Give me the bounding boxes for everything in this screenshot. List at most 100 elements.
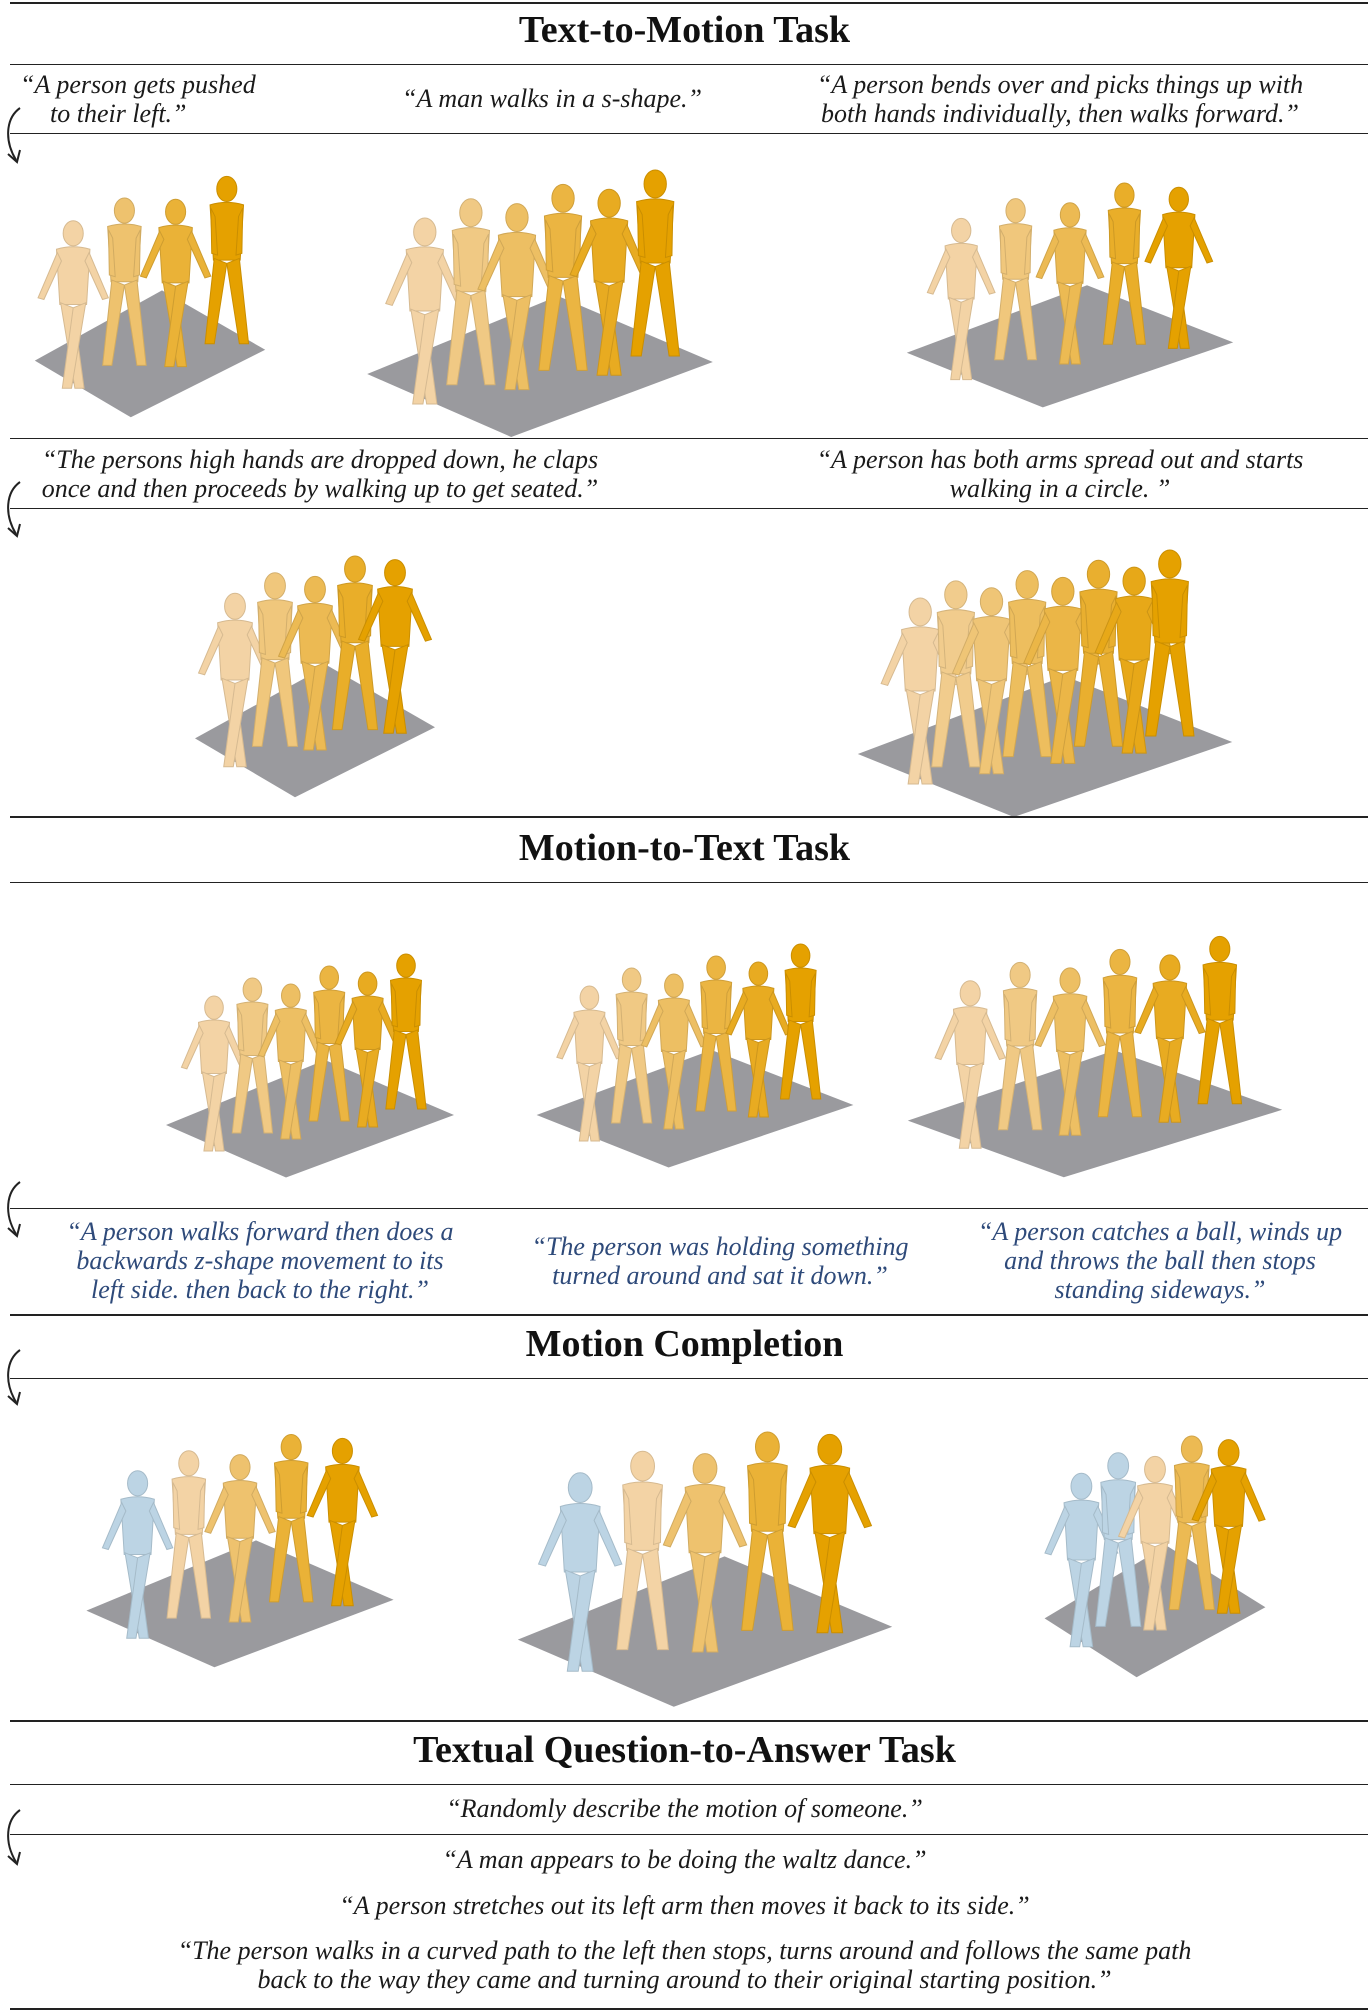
human-figure: [779, 943, 822, 1100]
human-figure: [1144, 186, 1214, 349]
m2t-scene-hold-sit: [530, 920, 860, 1170]
qa-heading: Textual Question-to-Answer Task: [413, 1729, 956, 1771]
human-figure: [640, 973, 708, 1130]
motion-render-catch-throw: [907, 935, 1283, 1178]
m2t-caption-1-line-2: backwards z-shape movement to its: [76, 1246, 444, 1275]
t2m-caption-3-line-1: “A person bends over and picks things up…: [816, 70, 1304, 99]
human-figure: [477, 203, 557, 391]
m2t-caption-1-line-1: “A person walks forward then does a: [66, 1217, 454, 1246]
t2m-scene-push: [30, 150, 270, 420]
human-figure: [357, 559, 433, 734]
completion-scene-2: [510, 1390, 900, 1710]
human-figure: [1035, 202, 1105, 365]
human-figure: [251, 572, 299, 747]
human-figure: [610, 967, 653, 1124]
t2m-scene-bend-pick: [900, 150, 1240, 410]
motion-render-clap-sit: [195, 555, 435, 798]
qa-top-rule: [10, 1720, 1368, 1722]
t2m-heading-rule: [10, 64, 1368, 65]
human-figure: [334, 971, 401, 1128]
qa-answer-2: “A person stretches out its left arm the…: [339, 1891, 1030, 1920]
human-figure: [446, 198, 496, 386]
human-figure: [101, 1470, 174, 1639]
human-figure: [1145, 549, 1195, 737]
human-figure: [934, 980, 1007, 1149]
t2m-caption-5-line-1: “A person has both arms spread out and s…: [816, 445, 1304, 474]
motion-render-push: [34, 175, 266, 418]
human-figure: [725, 961, 792, 1118]
t2m-row2-top-rule: [10, 438, 1368, 439]
qa-question-rule: [10, 1834, 1368, 1835]
m2t-scene-catch-throw: [900, 910, 1290, 1180]
t2m-heading: Text-to-Motion Task: [518, 9, 851, 51]
qa-answer-1: “A man appears to be doing the waltz dan…: [442, 1845, 927, 1874]
human-figure: [204, 1454, 276, 1623]
motion-render-z-shape: [166, 953, 454, 1178]
human-figure: [1102, 182, 1146, 345]
top-rule: [10, 2, 1368, 4]
human-figure: [1117, 1455, 1193, 1631]
human-figure: [331, 555, 379, 731]
m2t-caption-top-rule: [10, 1208, 1368, 1209]
m2t-top-rule: [10, 816, 1368, 818]
m2t-heading: Motion-to-Text Task: [518, 827, 851, 869]
curved-arrow-icon: [7, 1349, 21, 1406]
human-figure: [662, 1453, 748, 1653]
human-figure: [787, 1433, 873, 1634]
human-figure: [37, 220, 110, 389]
completion-top-rule: [10, 1314, 1368, 1316]
motion-render-s-shape: [367, 169, 713, 437]
t2m-caption-1-line-1: “A person gets pushed: [20, 70, 256, 99]
human-figure: [994, 198, 1038, 361]
t2m-caption-4-line-1: “The persons high hands are dropped down…: [41, 445, 599, 474]
human-figure: [556, 985, 623, 1142]
completion-heading-rule: [10, 1378, 1368, 1379]
human-figure: [1002, 570, 1052, 758]
qa-answer-3-line-1: “The person walks in a curved path to th…: [177, 1936, 1192, 1965]
qa-answer-3-line-2: back to the way they came and turning ar…: [257, 1965, 1112, 1994]
t2m-scene-arms-circle: [850, 520, 1240, 820]
completion-scene-3: [1040, 1400, 1270, 1680]
motion-render-completion-2: [517, 1431, 893, 1707]
human-figure: [204, 175, 250, 345]
t2m-caption-rule: [10, 133, 1368, 134]
motion-render-bend-pick: [906, 182, 1234, 408]
human-figure: [306, 1437, 379, 1607]
curved-arrow-icon: [7, 1181, 21, 1238]
m2t-caption-3-line-2: and throws the ball then stops: [1004, 1246, 1316, 1275]
human-figure: [1023, 576, 1103, 764]
human-figure: [951, 587, 1032, 775]
m2t-caption-3-line-1: “A person catches a ball, winds up: [977, 1217, 1343, 1246]
human-figure: [166, 1450, 212, 1619]
human-figure: [257, 983, 325, 1140]
motion-render-hold-sit: [536, 943, 854, 1168]
completion-scene-1: [80, 1400, 400, 1670]
curved-arrow-icon: [7, 481, 21, 538]
t2m-caption-4-line-2: once and then proceeds by walking up to …: [41, 474, 599, 503]
human-figure: [1191, 1439, 1266, 1614]
human-figure: [308, 965, 350, 1122]
human-figure: [268, 1434, 314, 1603]
human-figure: [1134, 954, 1206, 1123]
t2m-caption-5-line-2: walking in a circle. ”: [949, 474, 1171, 503]
m2t-scene-z-shape: [160, 930, 460, 1180]
t2m-caption-3-line-2: both hands individually, then walks forw…: [821, 99, 1299, 128]
t2m-caption-2: “A man walks in a s-shape.”: [402, 84, 702, 113]
qa-question: “Randomly describe the motion of someone…: [446, 1794, 923, 1823]
m2t-caption-3-line-3: standing sideways.”: [1054, 1275, 1266, 1304]
human-figure: [695, 955, 737, 1112]
curved-arrow-icon: [7, 107, 21, 164]
m2t-heading-rule: [10, 882, 1368, 883]
human-figure: [180, 995, 248, 1152]
t2m-scene-clap-sit: [190, 520, 440, 800]
completion-heading: Motion Completion: [525, 1323, 844, 1365]
human-figure: [997, 961, 1043, 1131]
motion-render-completion-3: [1044, 1435, 1266, 1678]
human-figure: [616, 1450, 669, 1651]
human-figure: [102, 197, 147, 366]
bottom-rule: [10, 2008, 1368, 2010]
motion-render-arms-circle: [857, 549, 1233, 817]
m2t-caption-2-line-2: turned around and sat it down.”: [552, 1261, 888, 1290]
t2m-caption-1-line-2: to their left.”: [50, 99, 187, 128]
human-figure: [537, 1472, 623, 1672]
